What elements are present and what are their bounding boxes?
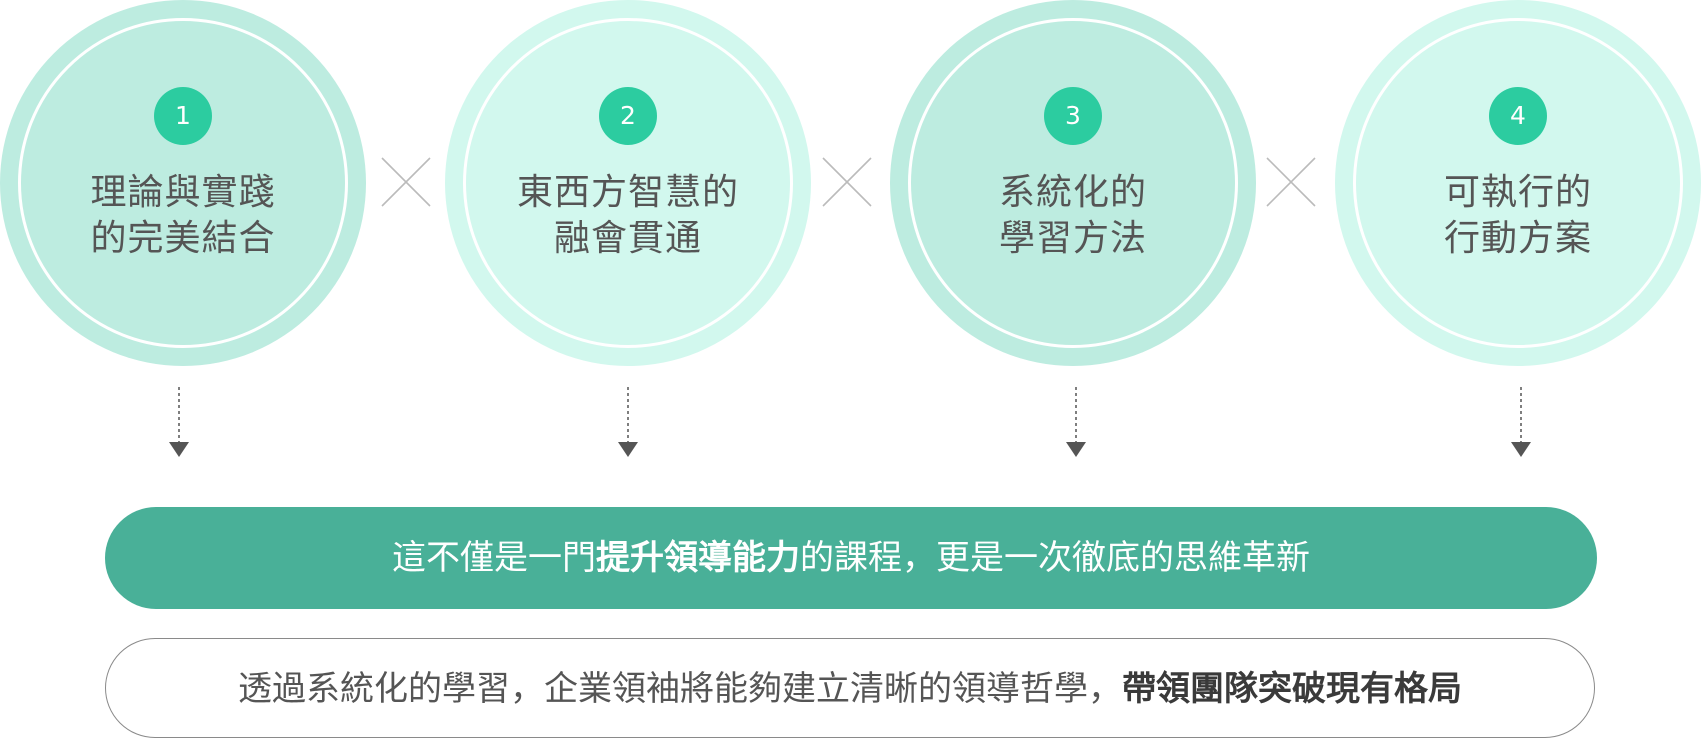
- multiply-icon: [822, 157, 872, 207]
- statement-text-prefix: 透過系統化的學習，企業領袖將能夠建立清晰的領導哲學，: [238, 669, 1122, 709]
- banner-text-prefix: 這不僅是一門: [392, 538, 596, 578]
- concept-label-line-2: 融會貫通: [553, 218, 702, 259]
- step-number-badge: 3: [1044, 87, 1102, 145]
- concept-circle-1: 1 理論與實踐 的完美結合: [0, 0, 366, 366]
- circle-ring: [1353, 18, 1683, 348]
- concept-label: 理論與實踐 的完美結合: [0, 170, 366, 262]
- concept-circle-4: 4 可執行的 行動方案: [1335, 0, 1701, 366]
- concept-label: 系統化的 學習方法: [890, 170, 1256, 262]
- concept-label: 東西方智慧的 融會貫通: [445, 170, 811, 262]
- circle-ring: [908, 18, 1238, 348]
- concept-circle-2: 2 東西方智慧的 融會貫通: [445, 0, 811, 366]
- step-number-badge: 4: [1489, 87, 1547, 145]
- outcome-statement: 透過系統化的學習，企業領袖將能夠建立清晰的領導哲學，帶領團隊突破現有格局: [105, 638, 1595, 738]
- concept-label-line-1: 系統化的: [998, 172, 1147, 213]
- concept-circle-3: 3 系統化的 學習方法: [890, 0, 1256, 366]
- concept-label-line-2: 學習方法: [998, 218, 1147, 259]
- dotted-down-arrow-icon: [1066, 387, 1086, 457]
- dotted-down-arrow-icon: [169, 387, 189, 457]
- concept-label-line-1: 理論與實踐: [90, 172, 276, 213]
- multiply-icon: [1266, 157, 1316, 207]
- banner-text-highlight: 提升領導能力: [596, 538, 800, 578]
- multiply-icon: [381, 157, 431, 207]
- summary-banner: 這不僅是一門提升領導能力的課程，更是一次徹底的思維革新: [105, 507, 1597, 609]
- dotted-down-arrow-icon: [618, 387, 638, 457]
- concept-label-line-1: 可執行的: [1443, 172, 1592, 213]
- concept-label: 可執行的 行動方案: [1335, 170, 1701, 262]
- concept-label-line-2: 行動方案: [1443, 218, 1592, 259]
- dotted-down-arrow-icon: [1511, 387, 1531, 457]
- circle-ring: [18, 18, 348, 348]
- step-number-badge: 1: [154, 87, 212, 145]
- concept-label-line-2: 的完美結合: [90, 218, 276, 259]
- statement-text-highlight: 帶領團隊突破現有格局: [1122, 669, 1462, 709]
- step-number-badge: 2: [599, 87, 657, 145]
- banner-text-suffix: 的課程，更是一次徹底的思維革新: [800, 538, 1310, 578]
- circle-ring: [463, 18, 793, 348]
- concept-label-line-1: 東西方智慧的: [516, 172, 739, 213]
